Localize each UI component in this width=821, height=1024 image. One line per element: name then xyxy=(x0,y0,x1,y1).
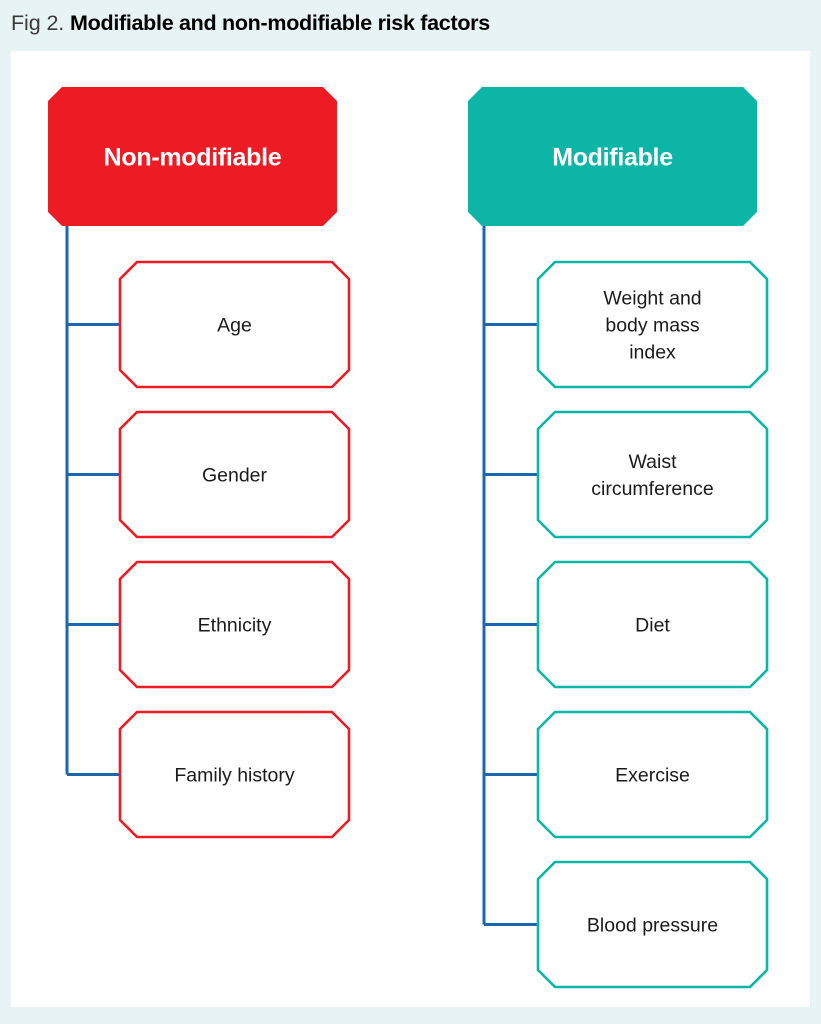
node-shape-family-history xyxy=(118,710,351,839)
node-shape-weight-bmi xyxy=(536,260,769,389)
header-modifiable[interactable]: Modifiable xyxy=(468,87,757,226)
header-shape-modifiable xyxy=(468,87,757,226)
node-blood-pressure[interactable]: Blood pressure xyxy=(536,860,769,989)
node-age[interactable]: Age xyxy=(118,260,351,389)
node-label-waist-circumference-line2: circumference xyxy=(591,478,713,500)
node-shape-ethnicity xyxy=(118,560,351,689)
node-shape-diet xyxy=(536,560,769,689)
connectors-modifiable xyxy=(482,226,538,926)
header-label-modifiable: Modifiable xyxy=(552,144,673,172)
node-waist-circumference[interactable]: Waist circumference xyxy=(536,410,769,539)
node-label-waist-circumference-line1: Waist xyxy=(628,451,677,473)
node-label-weight-bmi-line2: body mass xyxy=(605,315,700,337)
node-shape-blood-pressure xyxy=(536,860,769,989)
node-shape-gender xyxy=(118,410,351,539)
node-label-exercise: Exercise xyxy=(615,765,690,787)
node-label-weight-bmi-line3: index xyxy=(629,342,676,364)
node-exercise[interactable]: Exercise xyxy=(536,710,769,839)
node-diet[interactable]: Diet xyxy=(536,560,769,689)
node-label-ethnicity: Ethnicity xyxy=(198,615,272,637)
connectors-non-modifiable xyxy=(65,226,120,776)
header-non-modifiable[interactable]: Non-modifiable xyxy=(48,87,337,226)
node-shape-exercise xyxy=(536,710,769,839)
header-label-non-modifiable: Non-modifiable xyxy=(104,144,282,172)
node-label-weight-bmi-line1: Weight and xyxy=(603,288,701,310)
node-family-history[interactable]: Family history xyxy=(118,710,351,839)
node-label-age: Age xyxy=(217,315,252,337)
node-label-family-history: Family history xyxy=(174,765,295,787)
figure-title: Modifiable and non-modifiable risk facto… xyxy=(70,11,490,35)
figure-number: Fig 2. xyxy=(11,11,65,35)
node-label-diet: Diet xyxy=(635,615,670,637)
node-label-gender: Gender xyxy=(202,465,268,487)
node-weight-bmi[interactable]: Weight and body mass index xyxy=(536,260,769,389)
node-ethnicity[interactable]: Ethnicity xyxy=(118,560,351,689)
node-shape-age xyxy=(118,260,351,389)
node-shape-waist-circumference xyxy=(536,410,769,539)
node-gender[interactable]: Gender xyxy=(118,410,351,539)
node-label-blood-pressure: Blood pressure xyxy=(587,915,718,937)
figure-caption: Fig 2. Modifiable and non-modifiable ris… xyxy=(11,4,811,42)
header-shape-non-modifiable xyxy=(48,87,337,226)
